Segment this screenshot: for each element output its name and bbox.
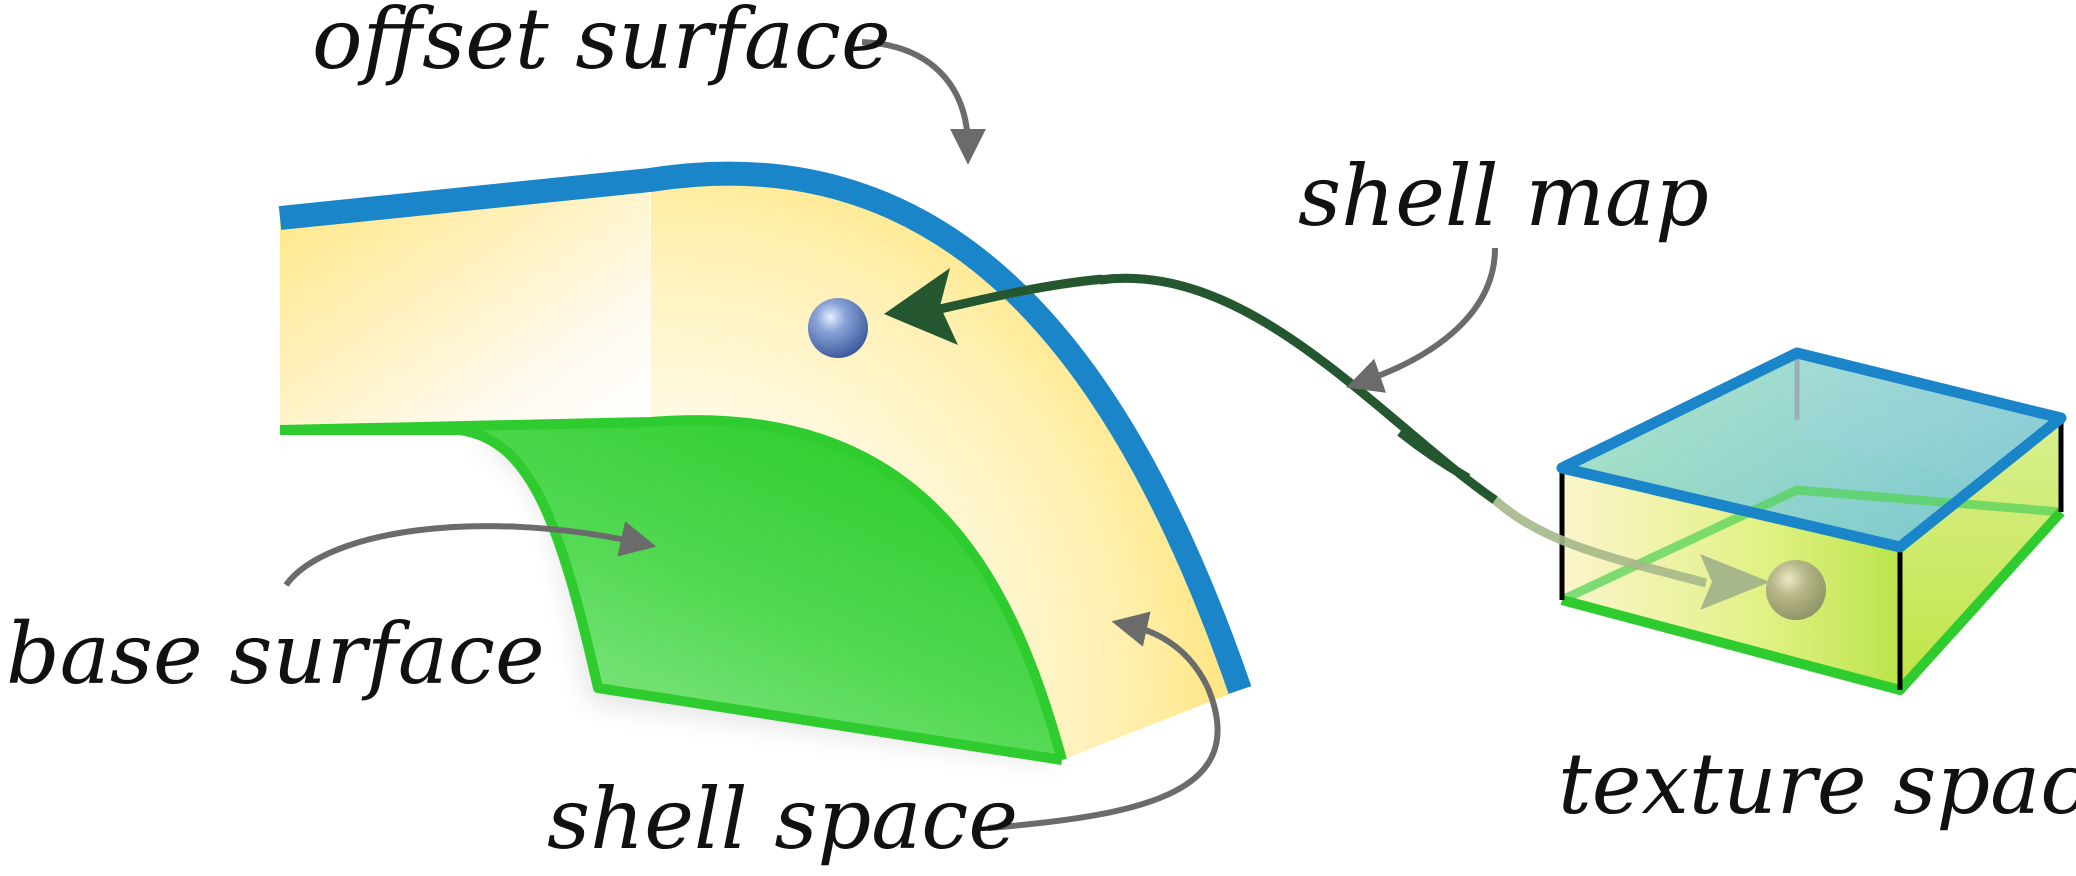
- shell-map-label: shell map: [1298, 147, 1709, 245]
- base-surface-shape: [279, 415, 1067, 765]
- offset-surface-edge: [278, 161, 1252, 694]
- texture-space-label: texture space: [1558, 735, 2076, 833]
- callout-arrows: [283, 39, 1498, 831]
- offset-surface-callout-arrow: [861, 39, 986, 165]
- shell-map-arrow: [884, 268, 1770, 610]
- texture-sample-point: [1766, 560, 1826, 620]
- shell-space-callout-arrow: [987, 611, 1221, 831]
- base-surface-label: base surface: [6, 605, 545, 703]
- base-surface-callout-arrow: [283, 521, 657, 587]
- shell-space-label: shell space: [547, 770, 1018, 868]
- texture-space-box: [1556, 347, 2067, 695]
- shell-map-callout-arrow: [1346, 247, 1498, 393]
- shell-space-volume: [280, 176, 1240, 760]
- offset-surface-label: offset surface: [312, 0, 891, 88]
- shell-sample-point: [808, 298, 868, 358]
